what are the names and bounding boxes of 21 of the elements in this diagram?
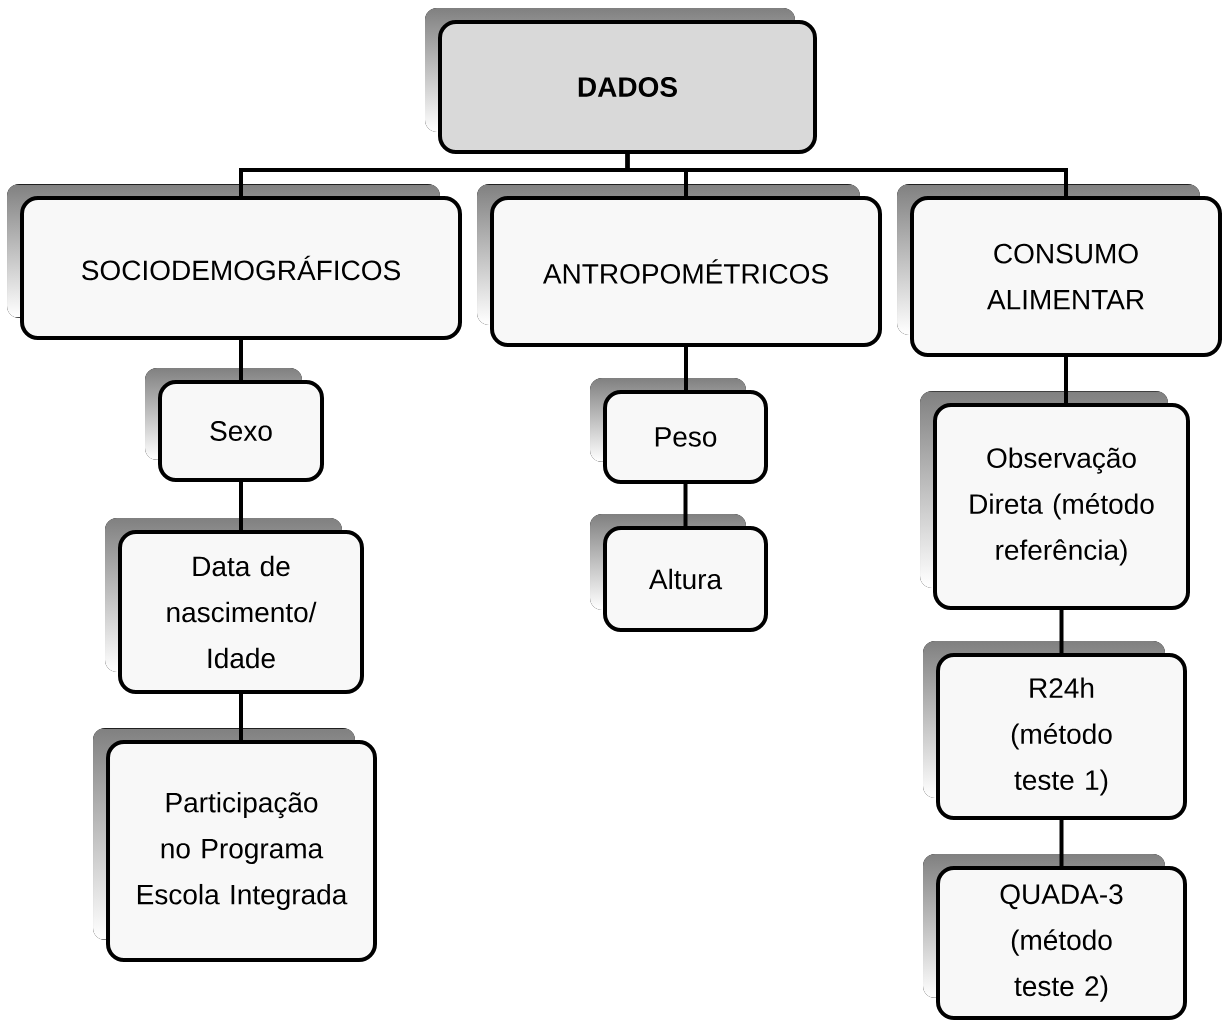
connector-line — [625, 154, 1068, 196]
box: R24h (método teste 1) — [923, 641, 1187, 820]
box: Participação no Programa Escola Integrada — [93, 728, 377, 962]
connector-line — [239, 340, 243, 380]
box: QUADA-3 (método teste 2) — [923, 854, 1187, 1020]
connector-line — [239, 694, 243, 740]
connector-line — [1059, 610, 1064, 653]
box: Sexo — [145, 368, 324, 482]
connector-line — [1059, 820, 1064, 866]
box: ANTROPOMÉTRICOS — [477, 184, 882, 347]
box: DADOS — [425, 8, 817, 154]
box: Altura — [590, 514, 768, 632]
connector-line — [239, 482, 243, 530]
box: SOCIODEMOGRÁFICOS — [7, 184, 462, 340]
connector-line — [1064, 357, 1068, 403]
box: Data de nascimento/ Idade — [105, 518, 364, 694]
box: Peso — [590, 378, 768, 484]
connector-line — [684, 347, 688, 390]
box: CONSUMO ALIMENTAR — [897, 184, 1222, 357]
box: Observação Direta (método referência) — [920, 391, 1190, 610]
connector-line — [683, 484, 688, 526]
